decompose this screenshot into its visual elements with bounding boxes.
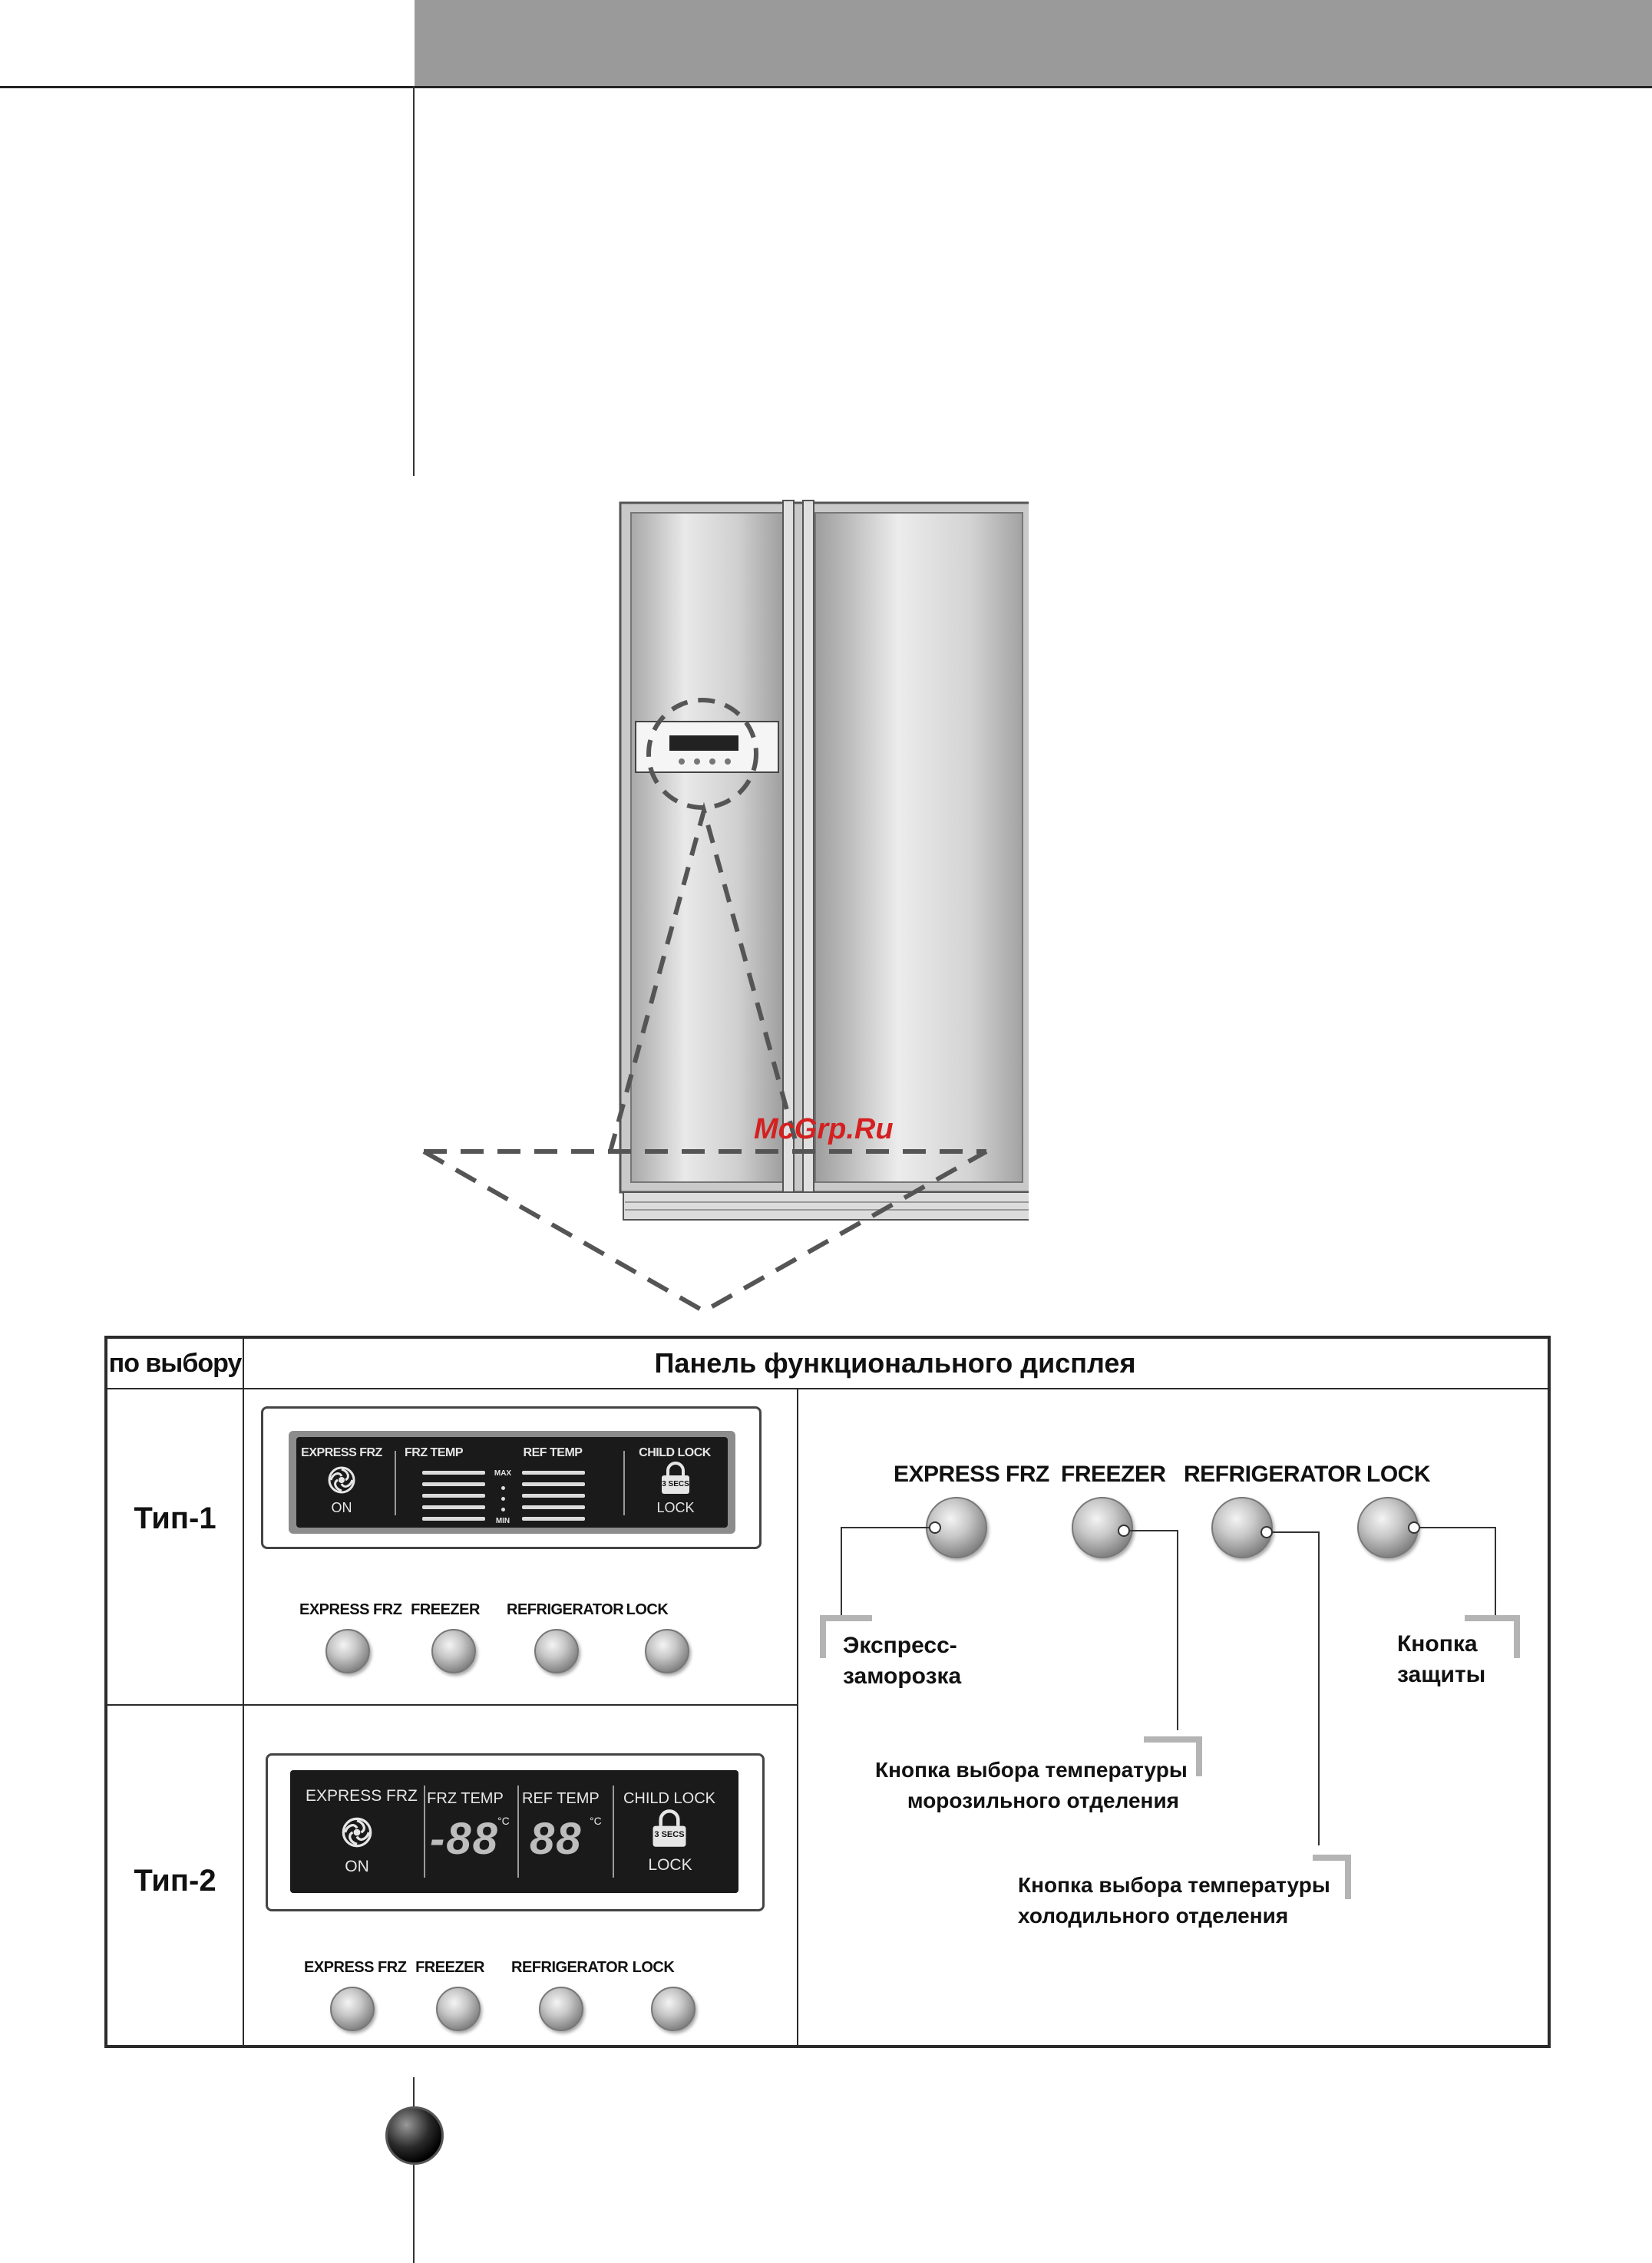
fridge-handle-right [802,500,814,1194]
callout-leaders [820,1521,1520,1899]
type1-min-label: MIN [495,1517,510,1525]
watermark: McGrp.Ru [754,1113,894,1145]
type1-secs-label: 3 SECS [662,1480,689,1488]
type2-lcd-divider-2 [517,1786,519,1878]
type2-lock-button[interactable] [651,1987,695,2031]
type1-lcd-divider-1 [395,1451,396,1515]
callout-fridge-line1: Кнопка выбора температуры [1018,1873,1330,1897]
fridge-right-door [814,512,1023,1183]
row-divider [107,1704,797,1706]
type1-child-lock-label: CHILD LOCK [639,1446,711,1459]
type1-lock-label: LOCK [656,1500,695,1515]
type1-refrigerator-button[interactable] [534,1629,579,1673]
option-header: по выбору [108,1349,243,1378]
type2-secs-label: 3 SECS [654,1830,685,1839]
fridge-handle-left [782,500,795,1194]
legend-label-freezer: FREEZER [1061,1462,1166,1487]
snowflake-icon [328,1466,355,1494]
type1-lcd-divider-2 [623,1451,625,1515]
page-marker-icon [385,2106,444,2165]
type1-frz-temp-label: FRZ TEMP [405,1446,464,1459]
type1-freezer-button[interactable] [431,1629,476,1673]
callout-lock-line2: защиты [1397,1662,1486,1687]
type1-btn-label-refrigerator: REFRIGERATOR [507,1601,624,1618]
type2-ref-digits: 88 [530,1814,583,1864]
type2-frz-digits: -88 [430,1814,499,1864]
fridge-illustration [422,500,1029,1314]
type2-freezer-button[interactable] [436,1987,481,2031]
fridge-left-door [630,512,785,1183]
type2-express-frz-button[interactable] [330,1987,375,2031]
col-divider-1 [243,1339,244,2045]
fridge-mini-display [669,735,738,751]
legend-label-express: EXPRESS FRZ [894,1462,1049,1487]
legend-label-refrigerator: REFRIGERATOR [1184,1462,1362,1487]
type1-ref-temp-label: REF TEMP [523,1446,583,1459]
callout-freezer-line1: Кнопка выбора температуры [875,1758,1188,1782]
zoom-cone [608,801,801,1152]
type1-on-label: ON [331,1500,352,1515]
type1-express-label: EXPRESS FRZ [301,1446,382,1459]
header-bar [415,0,1652,86]
type1-lcd [296,1437,728,1528]
zoom-triangle [422,1149,988,1314]
type2-express-label: EXPRESS FRZ [306,1787,418,1805]
type2-btn-label-express: EXPRESS FRZ [304,1959,407,1976]
header-rule [0,86,1652,88]
type2-lcd-divider-1 [424,1786,425,1878]
legend-label-lock: LOCK [1366,1462,1431,1487]
type1-max-label: MAX [494,1469,512,1478]
callout-freezer-line2: морозильного отделения [907,1789,1179,1812]
type1-label: Тип-1 [134,1502,216,1535]
header-divider [107,1388,1548,1389]
type2-btn-label-lock: LOCK [632,1959,675,1976]
callout-fridge-line2: холодильного отделения [1018,1904,1289,1928]
type1-dot [501,1508,505,1511]
col-divider-2 [797,1389,798,2045]
type2-on-label: ON [345,1858,369,1875]
type1-lock-button[interactable] [645,1629,689,1673]
type1-btn-label-lock: LOCK [626,1601,669,1618]
legend-refrigerator-button[interactable] [1211,1497,1273,1558]
callout-express-line1: Экспресс- [843,1633,957,1658]
padlock-icon [653,1809,686,1847]
callout-lock-line1: Кнопка [1397,1631,1478,1657]
type2-lcd-divider-3 [613,1786,614,1878]
type2-btn-label-refrigerator: REFRIGERATOR [511,1959,629,1976]
type1-dot [501,1486,505,1490]
type1-btn-label-express: EXPRESS FRZ [299,1601,402,1618]
type2-ref-deg: °C [590,1815,602,1827]
type1-express-frz-button[interactable] [325,1629,370,1673]
snowflake-icon [342,1817,372,1848]
margin-line-top [413,86,415,476]
type2-label: Тип-2 [134,1864,216,1898]
type2-child-lock-label: CHILD LOCK [623,1790,716,1807]
panel-header: Панель функционального дисплея [654,1347,1136,1379]
type1-frz-bars [422,1471,485,1528]
type2-refrigerator-button[interactable] [539,1987,583,2031]
type1-dot [501,1497,505,1501]
function-display-table: по выбору Панель функционального дисплея… [104,1336,1551,2048]
type2-btn-label-freezer: FREEZER [415,1959,484,1976]
padlock-icon [662,1462,689,1494]
callout-express-line2: заморозка [843,1663,962,1689]
type2-lock-label: LOCK [648,1856,692,1874]
margin-line-bottom [413,2077,415,2263]
type2-frz-deg: °C [497,1815,510,1827]
fridge-base [623,1191,1029,1221]
type1-btn-label-freezer: FREEZER [411,1601,480,1618]
type1-ref-bars [522,1471,585,1528]
type2-frz-temp-label: FRZ TEMP [427,1790,504,1807]
type2-ref-temp-label: REF TEMP [522,1790,600,1807]
